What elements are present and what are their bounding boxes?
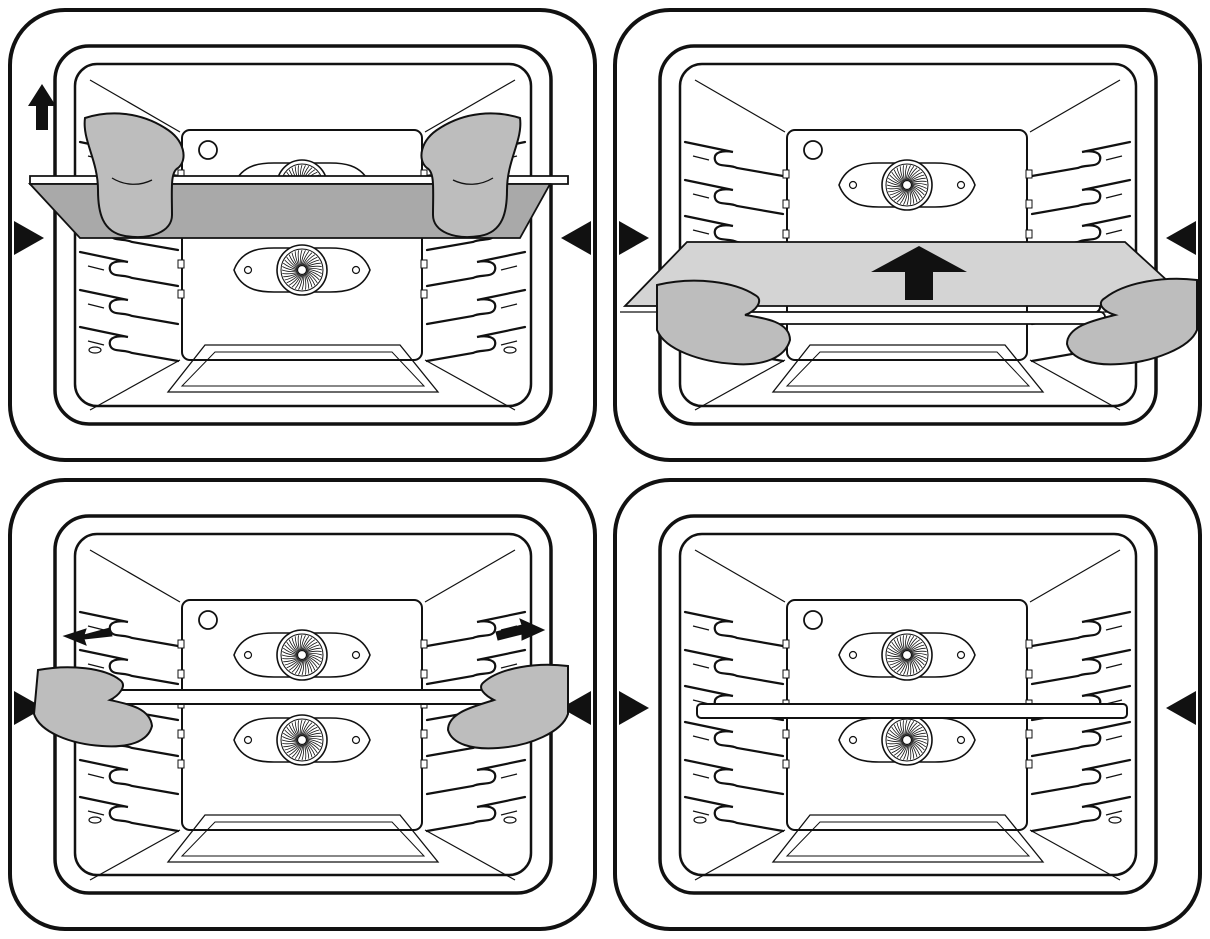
upper-fan-icon <box>839 160 975 210</box>
lower-fan-icon <box>839 715 975 765</box>
light-bulb-icon <box>199 611 217 629</box>
light-bulb-icon <box>199 141 217 159</box>
lower-fan-icon <box>234 715 370 765</box>
rack-front-edge <box>745 312 1105 324</box>
upper-fan-icon <box>839 630 975 680</box>
oven-rack-bar <box>697 704 1127 718</box>
light-bulb-icon <box>804 141 822 159</box>
panel-step-1 <box>0 0 605 470</box>
panel-step-2 <box>605 0 1210 470</box>
oven-rack-bar <box>112 690 492 704</box>
oven-cavity <box>615 10 1200 460</box>
upper-fan-icon <box>234 630 370 680</box>
panel-step-3 <box>0 470 605 939</box>
light-bulb-icon <box>804 611 822 629</box>
lower-fan-icon <box>234 245 370 295</box>
panel-step-4 <box>605 470 1210 939</box>
